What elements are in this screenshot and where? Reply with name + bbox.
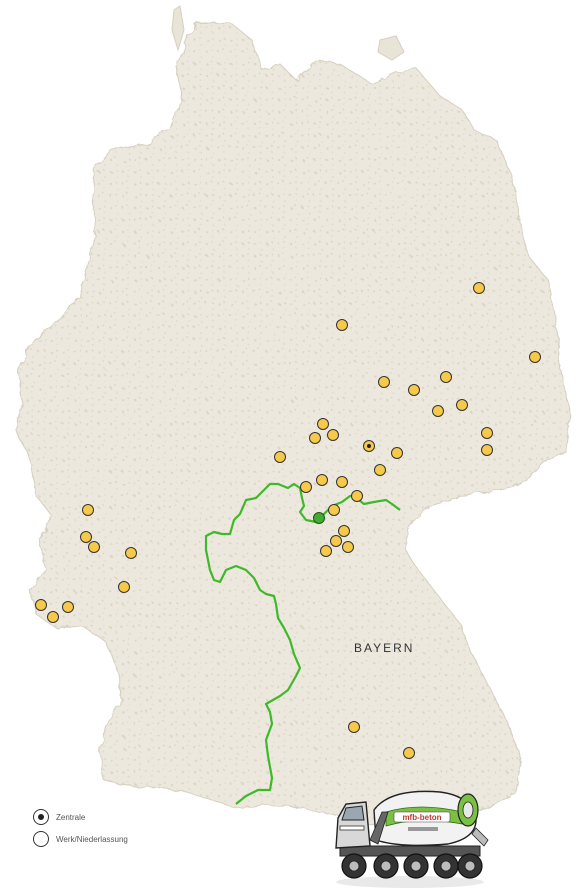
highlight-marker[interactable]	[313, 512, 325, 524]
island-east	[377, 35, 405, 61]
plant-marker[interactable]	[481, 427, 493, 439]
plant-symbol-icon	[33, 831, 49, 847]
plant-marker[interactable]	[330, 535, 342, 547]
legend-row-plant: Werk/Niederlassung	[32, 828, 128, 850]
island-north	[171, 5, 185, 52]
plant-marker[interactable]	[300, 481, 312, 493]
plant-marker[interactable]	[316, 474, 328, 486]
plant-marker[interactable]	[80, 531, 92, 543]
plant-marker[interactable]	[348, 721, 360, 733]
map-legend: Zentrale Werk/Niederlassung	[32, 806, 128, 850]
plant-marker[interactable]	[274, 451, 286, 463]
plant-marker[interactable]	[320, 545, 332, 557]
legend-label-plant: Werk/Niederlassung	[56, 834, 128, 844]
plant-marker[interactable]	[82, 504, 94, 516]
plant-marker[interactable]	[35, 599, 47, 611]
plant-marker[interactable]	[456, 399, 468, 411]
plant-marker[interactable]	[309, 432, 321, 444]
plant-marker[interactable]	[374, 464, 386, 476]
plant-marker[interactable]	[432, 405, 444, 417]
plant-marker[interactable]	[473, 282, 485, 294]
plant-marker[interactable]	[47, 611, 59, 623]
truck-brand-text: mfb-beton	[402, 813, 441, 822]
plant-marker[interactable]	[125, 547, 137, 559]
hq-symbol-icon	[33, 809, 49, 825]
plant-marker[interactable]	[336, 319, 348, 331]
plant-marker[interactable]	[328, 504, 340, 516]
plant-marker[interactable]	[338, 525, 350, 537]
plant-marker[interactable]	[378, 376, 390, 388]
legend-label-hq: Zentrale	[56, 812, 86, 822]
plant-marker[interactable]	[408, 384, 420, 396]
region-label-bayern: BAYERN	[354, 641, 414, 655]
plant-markers	[35, 282, 541, 759]
germany-land	[15, 21, 571, 825]
legend-row-hq: Zentrale	[32, 806, 128, 828]
plant-marker[interactable]	[336, 476, 348, 488]
plant-marker[interactable]	[317, 418, 329, 430]
plant-marker[interactable]	[440, 371, 452, 383]
plant-marker[interactable]	[342, 541, 354, 553]
plant-marker[interactable]	[62, 601, 74, 613]
plant-marker[interactable]	[118, 581, 130, 593]
plant-marker[interactable]	[391, 447, 403, 459]
plant-marker[interactable]	[327, 429, 339, 441]
plant-marker[interactable]	[403, 747, 415, 759]
concrete-mixer-truck-icon: mfb-beton	[335, 790, 489, 888]
plant-marker[interactable]	[88, 541, 100, 553]
plant-marker[interactable]	[351, 490, 363, 502]
plant-marker[interactable]	[529, 351, 541, 363]
plant-marker[interactable]	[481, 444, 493, 456]
hq-marker[interactable]	[363, 440, 375, 452]
